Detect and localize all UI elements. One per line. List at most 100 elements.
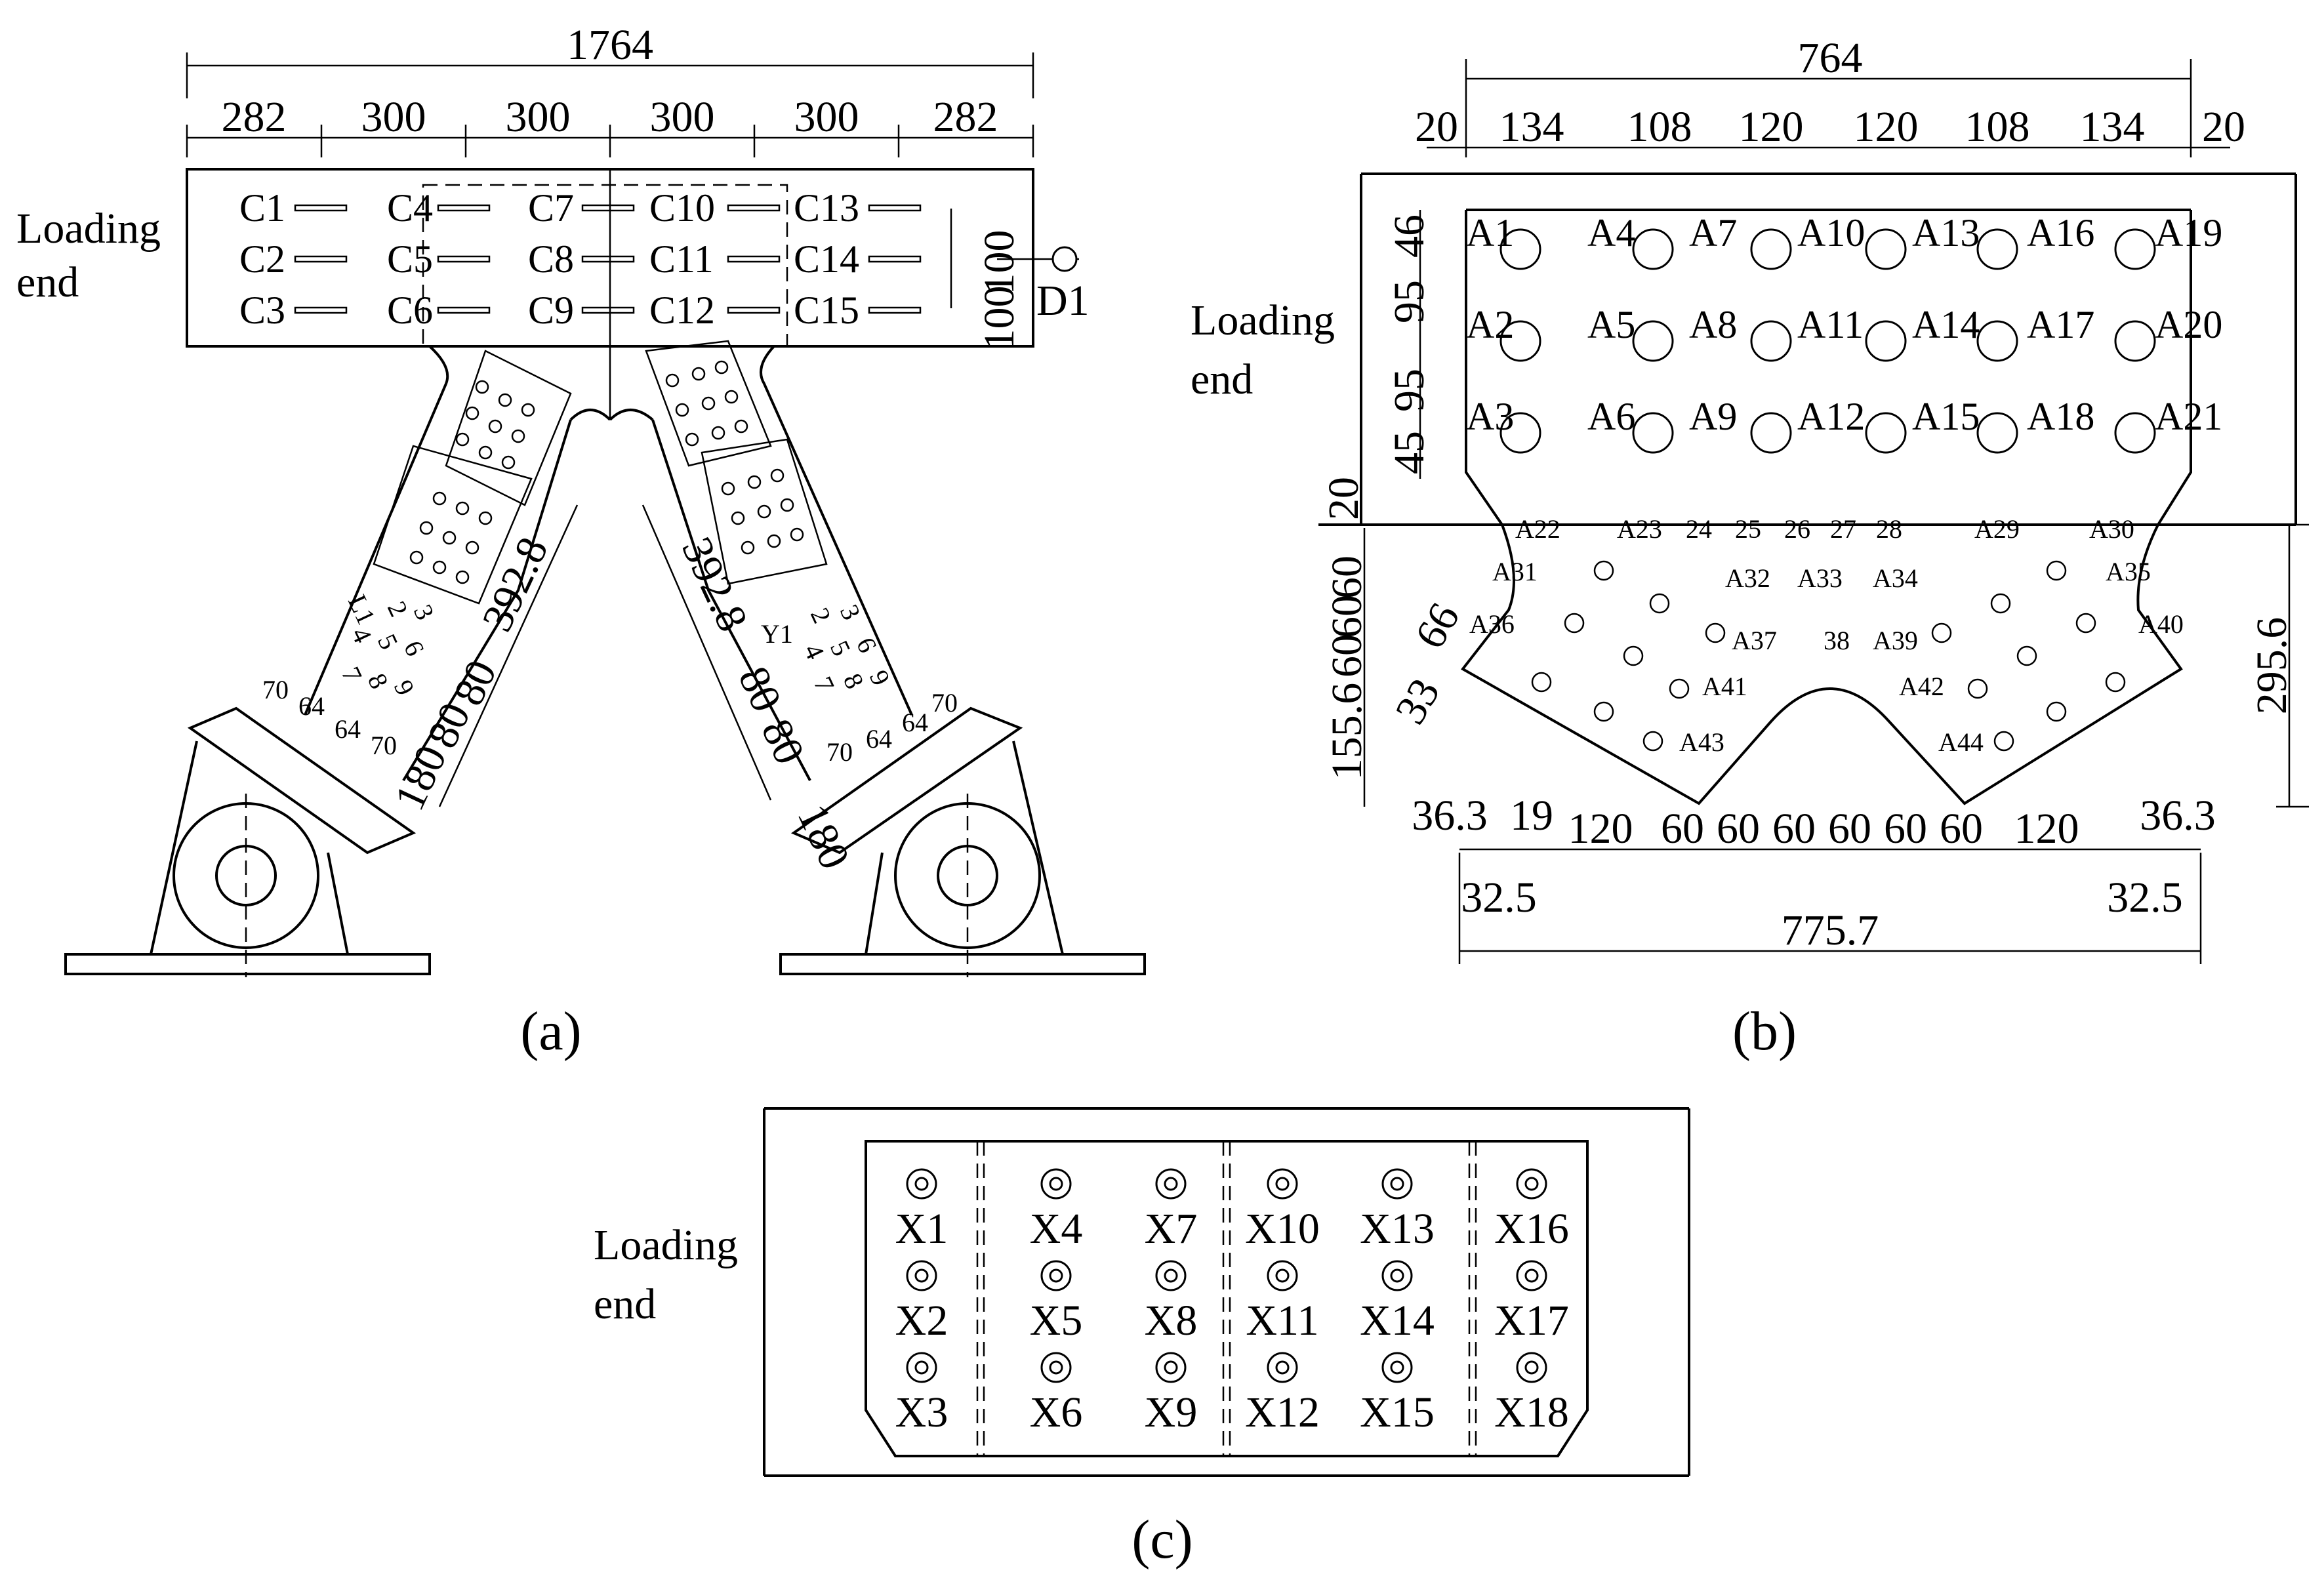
- b-left-dim-1: 46: [1385, 214, 1433, 258]
- gauge-a7: A7: [1689, 211, 1737, 254]
- brace-gauge-l2: 2: [382, 597, 414, 621]
- gauge-a23: A23: [1617, 514, 1662, 544]
- gauge-c1: C1: [239, 186, 285, 230]
- b-bottom-dim-1: 36.3: [1412, 792, 1488, 840]
- gauge-a4: A4: [1587, 211, 1635, 254]
- b-seg-7: 134: [2080, 103, 2145, 151]
- right-support: [779, 706, 1146, 977]
- gauge-a17: A17: [2027, 303, 2094, 346]
- gauge-a31: A31: [1492, 557, 1538, 586]
- gauge-x17: X17: [1494, 1297, 1569, 1345]
- gauge-x3: X3: [895, 1388, 948, 1436]
- b-edge-dim-2: 32.5: [2107, 874, 2183, 922]
- gauge-a39: A39: [1873, 626, 1918, 655]
- gauge-a18: A18: [2027, 395, 2094, 438]
- b-seg-5: 120: [1854, 103, 1919, 151]
- b-seg-4: 120: [1739, 103, 1804, 151]
- gauge-28: 28: [1876, 514, 1902, 544]
- gauge-x4: X4: [1030, 1205, 1083, 1253]
- base-dim-l4: 70: [371, 731, 397, 760]
- brace-gauge-y5: 5: [825, 636, 857, 660]
- gauge-a36: A36: [1469, 609, 1515, 639]
- brace-gauge-y4: 4: [798, 639, 830, 664]
- gauge-c10: C10: [649, 186, 715, 230]
- gauge-a37: A37: [1732, 626, 1777, 655]
- edge-dim-l3: 80: [444, 653, 506, 713]
- gauge-x7: X7: [1145, 1205, 1198, 1253]
- b-left-dim-3: 95: [1385, 369, 1433, 412]
- segment-dim-2: 300: [361, 93, 426, 141]
- gauge-a41: A41: [1702, 672, 1747, 701]
- base-dim-l1: 70: [262, 675, 289, 704]
- gauge-c2: C2: [239, 237, 285, 281]
- gauge-a12: A12: [1797, 395, 1865, 438]
- b-loading-end-2: end: [1191, 355, 1253, 403]
- segment-dim-5: 300: [794, 93, 859, 141]
- edge-dim-r2: 80: [729, 659, 790, 719]
- gauge-24: 24: [1686, 514, 1712, 544]
- gauge-a33: A33: [1797, 563, 1843, 593]
- c-loading-end-2: end: [594, 1280, 656, 1328]
- gauge-a42: A42: [1899, 672, 1944, 701]
- b-bottom-dim-5: 60: [1717, 805, 1760, 853]
- loading-end-label-2: end: [16, 258, 79, 306]
- c-gauge-labels: X1 X2 X3 X4 X5 X6 X7 X8 X9 X10 X11 X12 X…: [895, 1205, 1569, 1436]
- base-dim-l2: 64: [298, 691, 325, 721]
- gauge-c13: C13: [794, 186, 859, 230]
- gauge-a19: A19: [2155, 211, 2222, 254]
- left-brace-dim: 392.8: [473, 530, 558, 638]
- d1-sensor-icon: [1051, 246, 1078, 272]
- b-lower-dim-3: 60: [1323, 595, 1371, 638]
- gauge-x11: X11: [1246, 1297, 1318, 1345]
- caption-a: (a): [520, 1001, 581, 1062]
- b-lower-dim-6: 33: [1386, 670, 1449, 732]
- gauge-c14: C14: [794, 237, 859, 281]
- brace-gauge-y7: 7: [808, 672, 840, 697]
- gauge-a10: A10: [1797, 211, 1865, 254]
- segment-dim-1: 282: [222, 93, 287, 141]
- edge-dim-r3: 80: [752, 712, 813, 771]
- panel-c: Loading end X1 X2 X3 X4: [594, 1107, 1690, 1570]
- right-dim-2: 100: [975, 286, 1023, 351]
- gauge-c7: C7: [528, 186, 574, 230]
- gauge-x18: X18: [1494, 1388, 1569, 1436]
- b-bottom-dim-7: 60: [1828, 805, 1871, 853]
- gauge-c4: C4: [387, 186, 433, 230]
- b-left-dim-4: 45: [1385, 431, 1433, 474]
- base-dim-r4: 70: [931, 688, 958, 718]
- gauge-c5: C5: [387, 237, 433, 281]
- gauge-c11: C11: [649, 237, 714, 281]
- b-right-dim: 295.6: [2248, 617, 2296, 715]
- gauge-c9: C9: [528, 289, 574, 332]
- gauge-38: 38: [1824, 626, 1850, 655]
- d1-label: D1: [1036, 277, 1090, 325]
- b-left-dim-5: 20: [1320, 477, 1368, 520]
- gauge-c12: C12: [649, 289, 715, 332]
- b-seg-6: 108: [1965, 103, 2030, 151]
- b-bottom-dim-8: 60: [1884, 805, 1927, 853]
- b-bottom-dim-4: 60: [1661, 805, 1704, 853]
- base-dim-l3: 64: [335, 714, 361, 744]
- brace-gauge-l3: 3: [408, 600, 440, 624]
- gauge-x1: X1: [895, 1205, 948, 1253]
- gauge-a11: A11: [1797, 303, 1864, 346]
- left-plate-lower: [373, 445, 533, 605]
- b-small-holes: [1531, 560, 2126, 752]
- gauge-a21: A21: [2155, 395, 2222, 438]
- b-bottom-dim-9: 60: [1940, 805, 1983, 853]
- gauge-25: 25: [1735, 514, 1761, 544]
- segment-dim-4: 300: [650, 93, 715, 141]
- gauge-x13: X13: [1360, 1205, 1435, 1253]
- b-loading-end-1: Loading: [1191, 296, 1335, 344]
- panel-a: 1764 282 300 300 300 300 282 Loading end…: [16, 21, 1146, 1062]
- c-plate-outline: [865, 1140, 1589, 1457]
- b-seg-2: 134: [1499, 103, 1564, 151]
- brace-gauge-y2: 2: [805, 603, 837, 628]
- b-left-dim-2: 95: [1385, 280, 1433, 323]
- brace-gauge-y1: Y1: [761, 619, 793, 649]
- base-dim-r3: 64: [902, 708, 928, 737]
- gauge-a22: A22: [1515, 514, 1560, 544]
- b-total-bottom-dim: 775.7: [1782, 906, 1879, 954]
- gauge-a29: A29: [1974, 514, 2020, 544]
- segment-dim-6: 282: [933, 93, 998, 141]
